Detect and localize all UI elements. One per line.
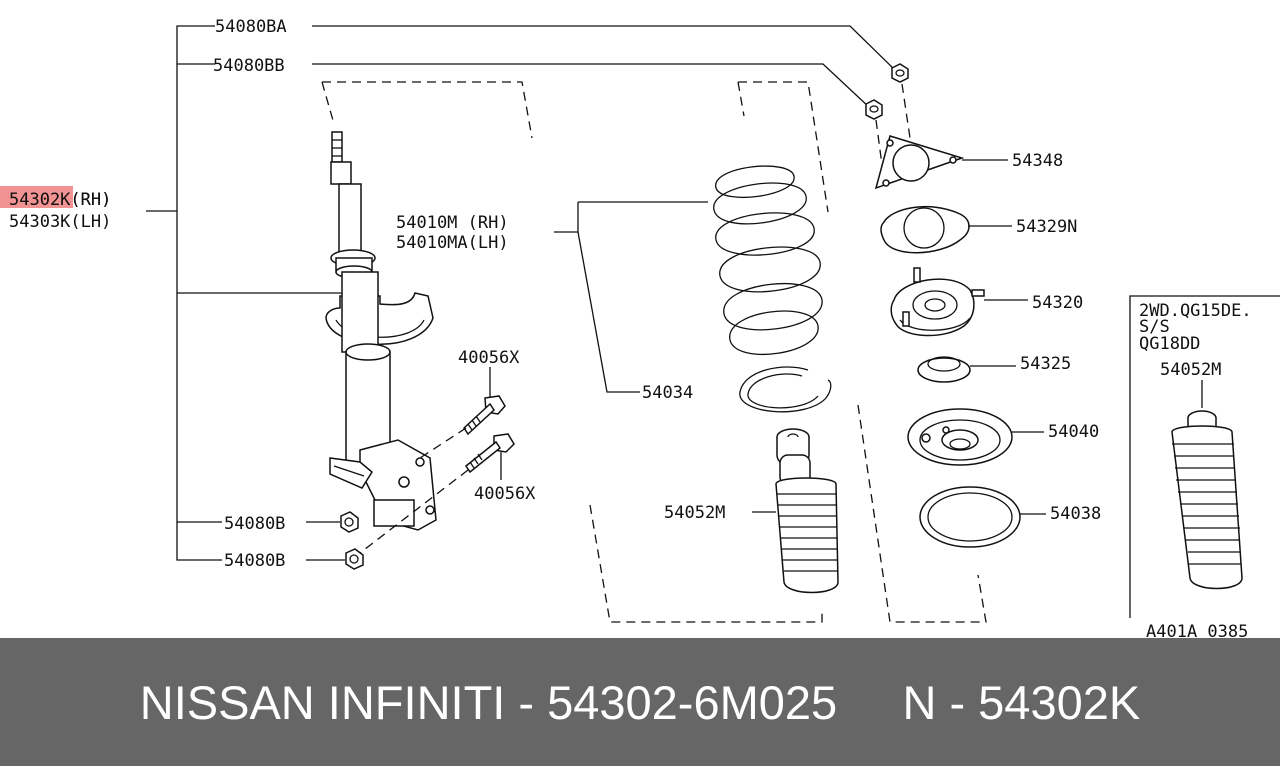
insulator-54329N xyxy=(880,205,1012,254)
exploded-parts-diagram: 54080BA 54080BB 54302K(RH) 54303K(LH) 54… xyxy=(9,17,1280,638)
strut-assembly xyxy=(325,131,437,531)
inset-text-line3: QG18DD xyxy=(1139,334,1200,354)
label-54080B-lower: 54080B xyxy=(224,551,285,571)
label-54329N: 54329N xyxy=(1016,217,1077,237)
part-highlight xyxy=(0,186,73,208)
nut-54080BB xyxy=(865,99,883,120)
left-leader-lines xyxy=(146,25,898,561)
label-40056X-lower: 40056X xyxy=(474,484,536,504)
label-54303K-LH: 54303K(LH) xyxy=(9,212,111,232)
group-outlines xyxy=(321,81,987,623)
label-54325: 54325 xyxy=(1020,354,1071,374)
label-54320: 54320 xyxy=(1032,293,1083,313)
coil-spring xyxy=(554,165,823,393)
bolt-40056X-upper xyxy=(463,367,506,436)
bump-stop-54052M xyxy=(752,428,839,594)
inset-text-line2: S/S xyxy=(1139,317,1170,337)
footer-part-number: NISSAN INFINITI - 54302-6M025 N - 54302K xyxy=(139,675,1141,729)
label-54080BB: 54080BB xyxy=(213,56,285,76)
label-54080BA: 54080BA xyxy=(215,17,287,37)
nut-54080BA xyxy=(891,63,909,83)
label-54052M: 54052M xyxy=(664,503,725,523)
plate-54348 xyxy=(874,135,1008,190)
label-54010MA-LH: 54010MA(LH) xyxy=(396,233,509,253)
label-54348: 54348 xyxy=(1012,151,1063,171)
footer-banner: NISSAN INFINITI - 54302-6M025 N - 54302K xyxy=(0,638,1280,766)
bolt-40056X-lower xyxy=(464,433,515,480)
mount-54320 xyxy=(890,267,1028,337)
label-54010M-RH: 54010M (RH) xyxy=(396,213,509,233)
rubber-54038 xyxy=(919,486,1046,548)
label-40056X-upper: 40056X xyxy=(458,348,520,368)
part-labels: 54080BA 54080BB 54302K(RH) 54303K(LH) 54… xyxy=(9,17,1252,638)
label-54080B-upper: 54080B xyxy=(224,514,285,534)
ring-54034 xyxy=(739,366,832,413)
inset-text-line1: 2WD.QG15DE. xyxy=(1139,301,1252,321)
label-54034: 54034 xyxy=(642,383,693,403)
seat-54040 xyxy=(907,408,1044,466)
inset-label-54052M: 54052M xyxy=(1160,360,1221,380)
nut-54080B-1 xyxy=(340,511,359,533)
nut-54080B-2 xyxy=(345,548,364,570)
label-54038: 54038 xyxy=(1050,504,1101,524)
reference-code: A401A 0385 xyxy=(1146,622,1248,638)
bearing-54325 xyxy=(917,356,1016,383)
inset-box xyxy=(1129,295,1280,618)
label-54040: 54040 xyxy=(1048,422,1099,442)
